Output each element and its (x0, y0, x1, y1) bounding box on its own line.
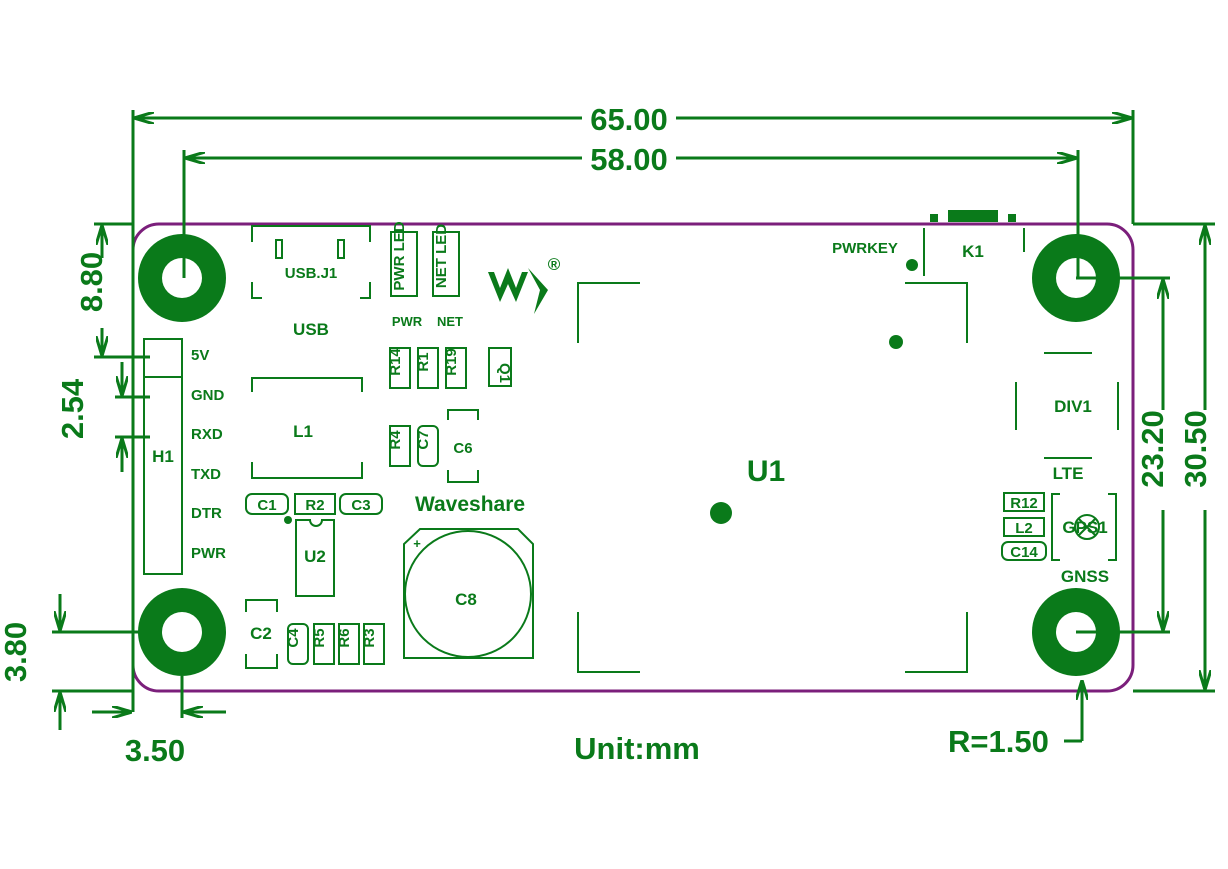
dim-width-holes: 58.00 (182, 142, 1080, 278)
dim-bottom-offset: 3.80 (0, 594, 140, 730)
inductor-l1: L1 (251, 377, 363, 479)
dim-corner-radius-text: R=1.50 (948, 724, 1049, 759)
resistor-r12: R12 (1003, 492, 1045, 512)
gnss-label: GNSS (1061, 567, 1109, 586)
resistor-r4: R4 (387, 425, 411, 467)
capacitor-c2: C2 (245, 599, 278, 669)
mounting-hole-bl (138, 588, 226, 676)
dim-top-offset: 8.80 (74, 222, 150, 359)
ic-u2: U2 (284, 516, 335, 597)
dim-width-total-text: 65.00 (590, 102, 668, 137)
module-u1: U1 (577, 282, 968, 673)
resistor-r19: R19 (443, 347, 467, 389)
pwrkey-label: PWRKEY (832, 240, 898, 257)
dim-height-total: 30.50 (1133, 222, 1215, 693)
pwr-led: PWR LED (390, 221, 418, 297)
dim-height-holes: 23.20 (1076, 276, 1170, 634)
component-label: R3 (361, 628, 378, 647)
dim-width-total: 65.00 (131, 102, 1135, 712)
component-label: DIV1 (1054, 397, 1092, 416)
component-label: L1 (293, 422, 313, 441)
resistor-r1: R1 (415, 347, 439, 389)
resistor-r5: R5 (311, 623, 335, 665)
dim-height-total-text: 30.50 (1178, 410, 1213, 488)
pin-label: GND (191, 387, 225, 404)
component-label: U2 (304, 547, 326, 566)
usb-j1-label: USB.J1 (285, 265, 338, 282)
capacitor-c8: + C8 (403, 528, 534, 659)
pin-label: DTR (191, 505, 222, 522)
component-label: NET LED (433, 224, 450, 288)
dim-width-holes-text: 58.00 (590, 142, 668, 177)
dim-corner-radius: R=1.50 (948, 681, 1082, 759)
component-label: K1 (962, 242, 984, 261)
pwr-label: PWR (392, 314, 423, 329)
component-label: C3 (351, 497, 370, 514)
component-label: C4 (285, 628, 302, 648)
capacitor-c6: C6 (447, 409, 479, 483)
component-label: R4 (387, 430, 404, 450)
component-label: C6 (453, 440, 472, 457)
dim-top-offset-text: 8.80 (74, 252, 109, 312)
dim-bottom-offset-text: 3.80 (0, 622, 33, 682)
component-label: R5 (311, 628, 328, 647)
pin-label: 5V (191, 347, 209, 364)
div1-connector: DIV1 (1015, 352, 1119, 459)
capacitor-c7: C7 (415, 425, 439, 467)
component-label: GPS1 (1062, 518, 1107, 537)
capacitor-c3: C3 (339, 493, 383, 515)
component-label: C7 (415, 430, 432, 449)
capacitor-c4: C4 (285, 623, 309, 665)
button-k1: K1 (906, 210, 1025, 276)
pin-label: RXD (191, 426, 223, 443)
header-h1: H1 (143, 338, 183, 575)
net-led: NET LED (432, 224, 460, 297)
brand-label: Waveshare (415, 493, 525, 516)
component-label: Q1 (496, 363, 513, 383)
component-label: U1 (747, 455, 785, 488)
component-label: L2 (1015, 520, 1033, 537)
component-label: PWR LED (391, 221, 408, 290)
component-label: C8 (455, 590, 477, 609)
waveshare-logo (488, 268, 548, 314)
dim-left-offset: 3.50 (92, 676, 226, 768)
resistor-r14: R14 (387, 347, 411, 389)
pin-label: PWR (191, 545, 226, 562)
mounting-hole-tl (138, 234, 226, 322)
dim-height-holes-text: 23.20 (1135, 410, 1170, 488)
net-label: NET (437, 314, 463, 329)
usb-label: USB (293, 320, 329, 339)
capacitor-c14: C14 (1001, 541, 1047, 561)
capacitor-c1: C1 (245, 493, 289, 515)
registered-mark: ® (548, 255, 561, 274)
component-label: R2 (305, 497, 324, 514)
header-pin-labels: 5V GND RXD TXD DTR PWR (191, 347, 226, 562)
lte-label: LTE (1053, 464, 1084, 483)
inductor-l2: L2 (1003, 517, 1045, 537)
component-label: C14 (1010, 544, 1038, 561)
board-outline (131, 222, 1135, 693)
dim-pin-pitch: 2.54 (55, 362, 150, 472)
pin-label: TXD (191, 466, 221, 483)
component-label: R1 (415, 352, 432, 371)
usb-connector: USB.J1 (251, 225, 371, 299)
component-label: C2 (250, 624, 272, 643)
transistor-q1: Q1 (488, 347, 513, 387)
gps-connector: GPS1 (1051, 493, 1117, 561)
component-label: + (413, 536, 421, 551)
resistor-r6: R6 (336, 623, 360, 665)
component-label: R12 (1010, 495, 1038, 512)
component-label: R6 (336, 628, 353, 647)
resistor-r3: R3 (361, 623, 385, 665)
header-label: H1 (152, 447, 174, 466)
resistor-r2: R2 (294, 493, 336, 515)
component-label: C1 (257, 497, 276, 514)
component-label: R14 (387, 348, 404, 376)
dim-pin-pitch-text: 2.54 (55, 378, 90, 439)
dim-left-offset-text: 3.50 (125, 733, 185, 768)
component-label: R19 (443, 348, 460, 376)
unit-label: Unit:mm (574, 731, 700, 766)
